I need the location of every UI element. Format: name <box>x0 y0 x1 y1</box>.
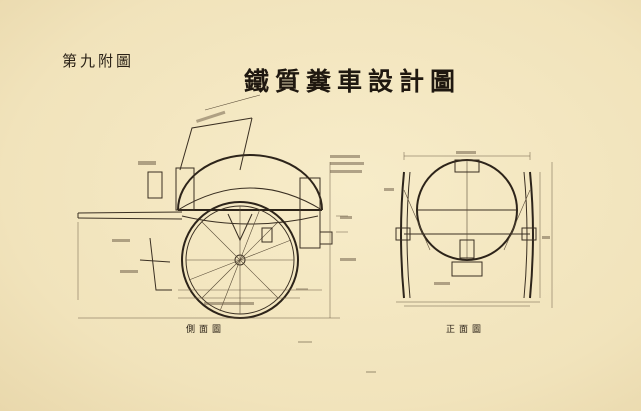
side-bracket <box>147 171 163 199</box>
front-hopper <box>175 167 195 211</box>
figure-label: 第九附圖 <box>62 52 135 70</box>
support-leg <box>149 237 172 291</box>
shaft-lower <box>77 217 183 220</box>
rear-frame <box>299 177 321 249</box>
tank-top-arc <box>177 154 323 211</box>
front-bottom-box <box>451 261 483 277</box>
shaft-upper <box>77 211 183 214</box>
front-view <box>384 151 553 308</box>
front-lid <box>454 159 480 173</box>
front-lamp <box>459 239 475 259</box>
lid-open-outline <box>179 117 253 171</box>
front-wheel-right <box>529 171 534 299</box>
front-annotations <box>384 151 550 285</box>
side-view <box>77 94 364 319</box>
front-wheel-left <box>400 171 405 299</box>
side-annotations <box>112 110 364 305</box>
side-view-caption: 側面圖 <box>186 325 226 335</box>
wheel-spokes <box>186 206 294 314</box>
front-view-caption: 正面圖 <box>446 325 486 335</box>
rear-lamp-box <box>319 231 333 245</box>
drawing-title: 鐵質糞車設計圖 <box>244 67 462 96</box>
